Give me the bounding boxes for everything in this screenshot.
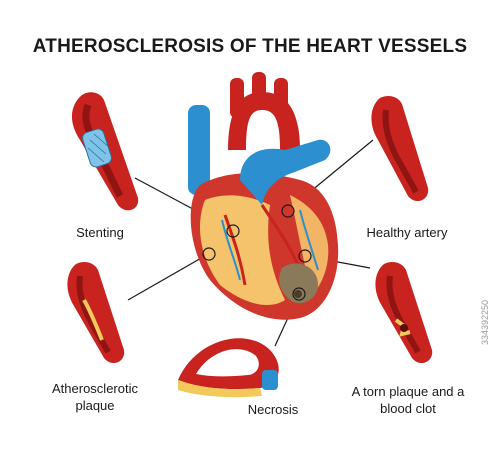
- callout-torn: [298, 249, 312, 263]
- callout-healthy: [281, 204, 295, 218]
- artery-atherosclerotic-illustration: [67, 262, 125, 364]
- callout-necrosis: [292, 287, 306, 301]
- label-stenting: Stenting: [76, 225, 124, 240]
- label-torn-plaque: A torn plaque and a blood clot: [351, 384, 465, 416]
- callout-atherosclerotic: [202, 247, 216, 261]
- necrosis-cross-section-illustration: [178, 338, 279, 398]
- line-atherosclerotic: [127, 252, 211, 301]
- label-healthy-artery: Healthy artery: [366, 225, 448, 240]
- artery-healthy-illustration: [371, 96, 429, 202]
- callout-circles: [202, 204, 312, 301]
- heart-illustration: [188, 72, 339, 320]
- watermark-id: 334392250: [480, 299, 490, 345]
- artery-torn-plaque-illustration: [375, 262, 433, 364]
- label-atherosclerotic-plaque: Atherosclerotic plaque: [52, 381, 138, 413]
- label-necrosis: Necrosis: [247, 402, 299, 417]
- callout-stenting: [226, 224, 240, 238]
- diagram-title: ATHEROSCLEROSIS OF THE HEART VESSELS: [32, 36, 468, 57]
- artery-stenting-illustration: [71, 92, 139, 211]
